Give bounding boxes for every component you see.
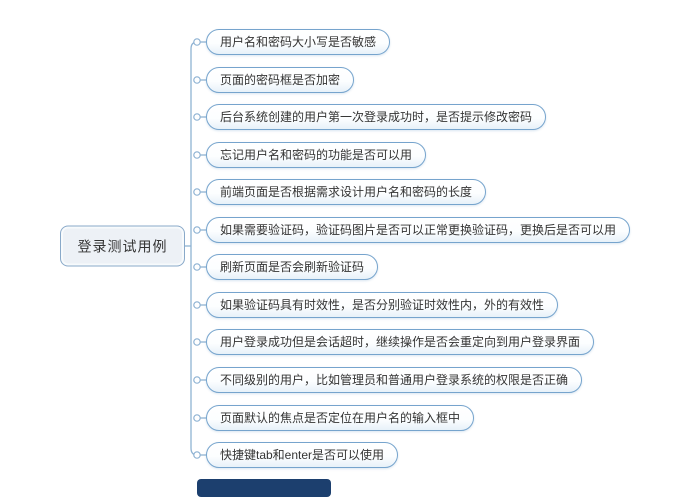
root-node[interactable]: 登录测试用例 — [60, 225, 185, 267]
mindmap-node[interactable]: 页面的密码框是否加密 — [206, 67, 355, 93]
mindmap-node[interactable]: 页面默认的焦点是否定位在用户名的输入框中 — [206, 405, 475, 431]
branch-junction-dot — [193, 113, 201, 121]
branch-junction-dot — [193, 226, 201, 234]
mindmap-node[interactable]: 快捷键tab和enter是否可以使用 — [206, 442, 399, 468]
mindmap-node[interactable]: 如果需要验证码，验证码图片是否可以正常更换验证码，更换后是否可以用 — [206, 217, 631, 243]
mindmap-node[interactable]: 后台系统创建的用户第一次登录成功时，是否提示修改密码 — [206, 104, 547, 130]
mindmap-node[interactable]: 前端页面是否根据需求设计用户名和密码的长度 — [206, 179, 487, 205]
branch-junction-dot — [193, 376, 201, 384]
branch-junction-dot — [193, 451, 201, 459]
branch-junction-dot — [193, 263, 201, 271]
mindmap-node[interactable]: 不同级别的用户，比如管理员和普通用户登录系统的权限是否正确 — [206, 367, 583, 393]
watermark-badge — [197, 479, 331, 497]
mindmap-node[interactable]: 如果验证码具有时效性，是否分别验证时效性内，外的有效性 — [206, 292, 559, 318]
branch-junction-dot — [193, 151, 201, 159]
branch-junction-dot — [193, 38, 201, 46]
trunk-connector — [190, 41, 198, 456]
mindmap-node[interactable]: 用户登录成功但是会话超时，继续操作是否会重定向到用户登录界面 — [206, 329, 595, 355]
branch-junction-dot — [193, 338, 201, 346]
mindmap-node[interactable]: 用户名和密码大小写是否敏感 — [206, 29, 391, 55]
root-node-label: 登录测试用例 — [77, 238, 168, 254]
branch-junction-dot — [193, 76, 201, 84]
branch-junction-dot — [193, 301, 201, 309]
mindmap-node[interactable]: 刷新页面是否会刷新验证码 — [206, 254, 379, 280]
branch-junction-dot — [193, 188, 201, 196]
mindmap-node[interactable]: 忘记用户名和密码的功能是否可以用 — [206, 142, 427, 168]
branch-junction-dot — [193, 414, 201, 422]
